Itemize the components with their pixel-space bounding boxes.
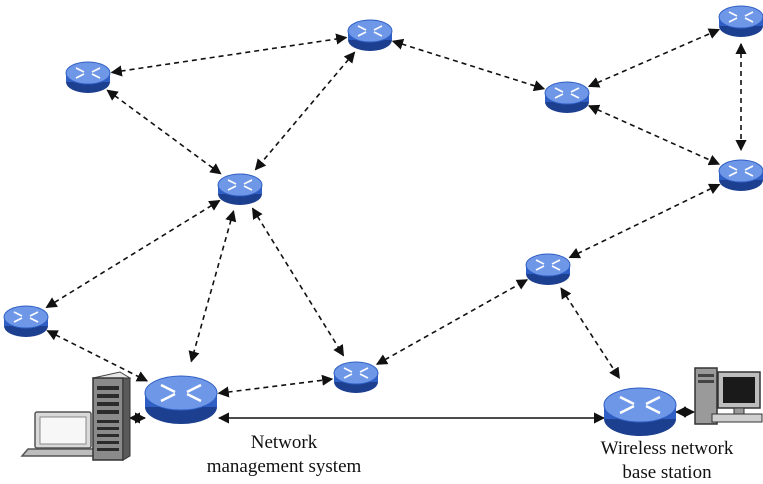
link-r3-r5 xyxy=(587,104,721,166)
link-r1-r6 xyxy=(106,89,222,175)
router-icon xyxy=(3,305,49,338)
laptop-icon xyxy=(20,411,106,457)
link-r3-r4 xyxy=(587,28,721,88)
router-icon xyxy=(217,173,263,206)
server-rack-icon xyxy=(91,371,132,461)
link-r9-r7 xyxy=(375,279,529,365)
link-r2-r6 xyxy=(254,51,356,171)
router-icon xyxy=(347,19,393,52)
wireless-label-line1: Wireless network xyxy=(601,438,734,459)
wireless-label-line2: base station xyxy=(622,462,712,483)
base-station-router-icon xyxy=(602,386,678,438)
router-icon xyxy=(65,61,111,94)
router-icon xyxy=(718,159,763,192)
link-r5-r7 xyxy=(568,183,721,259)
link-r6-nms xyxy=(188,210,237,363)
link-r6-r9 xyxy=(251,207,345,357)
workstation-icon xyxy=(694,367,763,425)
link-r6-r8 xyxy=(45,199,221,309)
nms-label-line2: management system xyxy=(207,456,362,477)
router-icon xyxy=(525,253,571,286)
link-r2-r3 xyxy=(391,38,546,92)
nms-router-icon xyxy=(143,374,219,426)
router-icon xyxy=(333,361,379,394)
link-r7-bs xyxy=(560,287,621,380)
link-nms-r9 xyxy=(217,374,334,398)
link-r8-nms xyxy=(46,330,149,382)
link-r1-r2 xyxy=(110,33,348,77)
router-icon xyxy=(718,5,763,38)
nms-label-line1: Network xyxy=(251,432,318,453)
router-icon xyxy=(544,81,590,114)
